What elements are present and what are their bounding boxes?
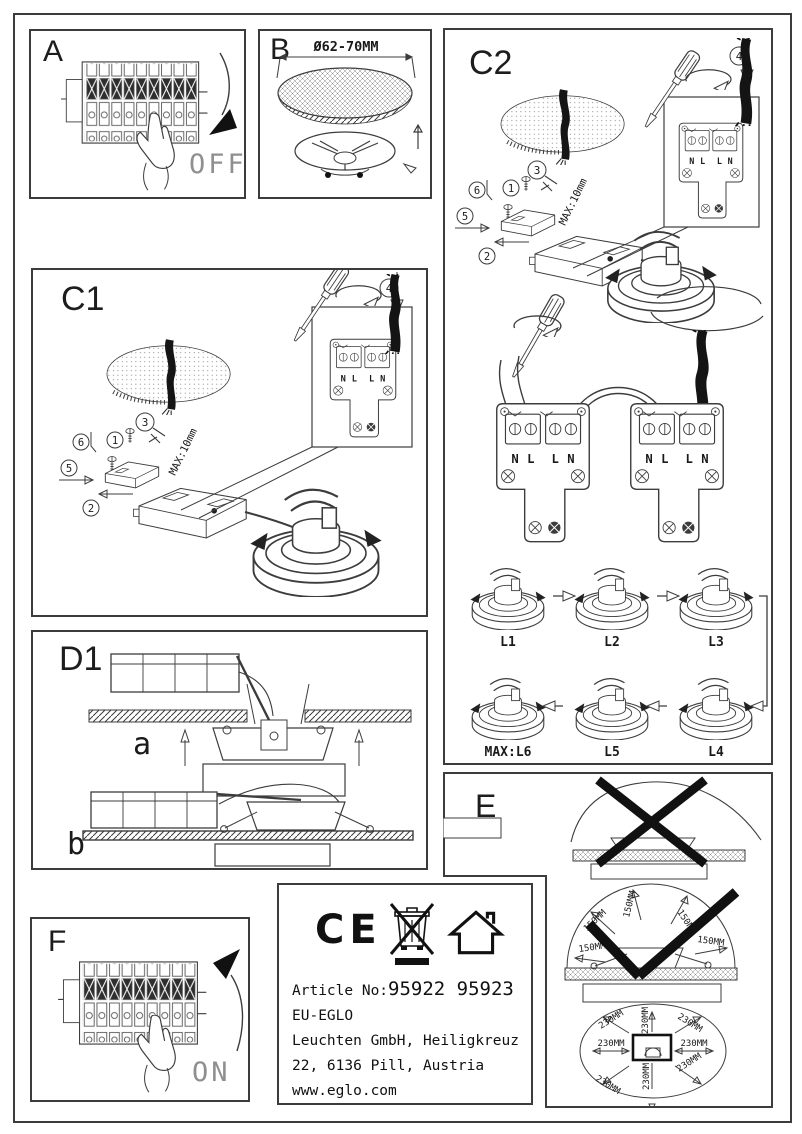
fig-b-label: b (67, 827, 85, 862)
off-text: OFF (189, 149, 247, 180)
svg-text:3: 3 (142, 416, 149, 429)
svg-text:6: 6 (474, 185, 480, 197)
breaker-panel (58, 961, 207, 1045)
daisy-chain-diagram: L1 L2 L3 MAX:L6 L5 L4 (469, 568, 768, 760)
page-border (13, 13, 792, 1123)
no-insulation-cover-figure (443, 776, 762, 880)
panel-c1: C1 3 MAX:10mm 6 1 5 2 (31, 268, 428, 617)
svg-text:3: 3 (534, 164, 541, 177)
svg-text:4: 4 (386, 282, 393, 295)
mounting-step-b: b (67, 783, 414, 867)
rotation-arrow (685, 69, 732, 90)
step-markers: 6 1 5 2 (59, 428, 135, 517)
svg-text:4: 4 (736, 50, 743, 63)
panel-c1-illustration: 3 MAX:10mm 6 1 5 2 4 (59, 270, 413, 597)
rotate-on-arrow-curve (230, 974, 244, 1052)
step-3-marker: 3 (527, 160, 558, 192)
panel-c2-illustration: 3 MAX:10mm 6 1 5 2 4 (455, 38, 768, 760)
panel-e-illustration: 150MM 150MM 150MM 150MM 150MM 230MM 230M… (443, 772, 773, 1108)
panel-d1: D1 a (31, 630, 428, 870)
on-text: ON (192, 1057, 231, 1088)
panel-a: A OFF (29, 29, 246, 199)
max-strip-text: MAX:10mm (167, 427, 200, 478)
step-markers: 6 1 5 2 (455, 176, 531, 265)
downlight (249, 488, 383, 597)
company-name: EU-EGLO (292, 1008, 354, 1024)
side-clearance-figure: 150MM 150MM 150MM 150MM 150MM (564, 883, 740, 1003)
panel-a-label: A (43, 35, 64, 68)
ce-mark: CE (315, 907, 382, 953)
lamp-label-l1: L1 (500, 635, 516, 650)
panel-e: 150MM 150MM 150MM 150MM 150MM 230MM 230M… (443, 772, 773, 1108)
clearance-arrows (591, 1010, 715, 1108)
svg-text:5: 5 (66, 463, 72, 475)
panel-a-illustration (61, 52, 237, 191)
svg-text:2: 2 (88, 503, 94, 515)
clearance-arrows (573, 888, 729, 963)
ceiling-hole (107, 339, 230, 417)
hole-dimension-text: Ø62-70MM (312, 39, 378, 55)
max-strip-text: MAX:10mm (557, 177, 590, 228)
screwdriver-icon (506, 292, 567, 381)
top-clearance-label: 230MM (642, 1062, 652, 1090)
up-arrow (412, 123, 424, 149)
lamp-label-l4: L4 (708, 745, 724, 760)
panel-f-label: F (48, 925, 67, 958)
rotate-off-arrow-head (209, 109, 237, 135)
side-arrow (402, 163, 417, 174)
panel-e-label: E (475, 788, 497, 824)
inset-leader-lines (572, 226, 689, 277)
driver-box (132, 487, 247, 539)
panel-d1-illustration: a b (67, 653, 414, 867)
top-clearance-label: 230MM (597, 1039, 625, 1049)
svg-text:1: 1 (112, 435, 118, 447)
rotate-off-arrow-curve (219, 52, 230, 116)
terminal-cover (500, 209, 556, 237)
manufacturer-info-box: CE Article No:95922 95923 EU-EGLO Leucht… (277, 883, 533, 1105)
rotate-on-arrow-head (213, 949, 240, 979)
side-clearance-label: 150MM (697, 935, 726, 949)
breaker-panel (61, 61, 209, 144)
lamp-label-l2: L2 (604, 635, 620, 650)
panel-c1-label: C1 (61, 280, 105, 318)
website-url: www.eglo.com (292, 1083, 397, 1099)
rotation-arrow (335, 285, 382, 306)
terminal-block (496, 403, 590, 543)
fig-a-label: a (133, 727, 151, 762)
ceiling-hole (501, 89, 624, 167)
svg-text:5: 5 (462, 211, 468, 223)
panel-f: F ON (30, 917, 250, 1102)
panel-c2: C2 3 MAX:10mm 6 1 5 2 (443, 28, 773, 765)
terminal-block (630, 403, 724, 543)
partial-downlight (650, 286, 764, 332)
panel-b: B Ø62-70MM (258, 29, 432, 199)
top-clearance-label: 230MM (680, 1039, 708, 1049)
side-clearance-label: 150MM (578, 941, 607, 955)
lamp-label-l6: MAX:L6 (485, 745, 532, 760)
article-label: Article No: (292, 983, 389, 999)
panel-f-illustration (58, 949, 244, 1093)
mounting-step-a: a (88, 653, 412, 797)
weee-bin-icon (389, 903, 435, 965)
panel-d1-label: D1 (59, 640, 103, 678)
article-numbers: 95922 95923 (388, 978, 514, 1000)
panel-c2-label: C2 (469, 44, 513, 82)
svg-text:1: 1 (508, 183, 514, 195)
company-address-1: Leuchten GmbH, Heiligkreuz (292, 1033, 519, 1049)
company-address-2: 22, 6136 Pill, Austria (292, 1058, 485, 1074)
svg-text:2: 2 (484, 251, 490, 263)
panel-b-illustration: Ø62-70MM (276, 39, 424, 178)
indoor-use-house-icon (447, 910, 505, 955)
step-3-marker: 3 (135, 412, 166, 444)
up-arrow (180, 728, 190, 766)
manufacturer-text: Article No:95922 95923 EU-EGLO Leuchten … (292, 977, 528, 1104)
lamp-label-l3: L3 (708, 635, 724, 650)
lamp-label-l5: L5 (604, 745, 620, 760)
svg-text:6: 6 (78, 437, 84, 449)
terminal-cover (104, 461, 160, 489)
top-clearance-label: 230MM (641, 1006, 651, 1034)
dimension-arrow (278, 53, 414, 61)
inset-leader-lines (180, 446, 339, 519)
up-arrow (354, 728, 364, 766)
